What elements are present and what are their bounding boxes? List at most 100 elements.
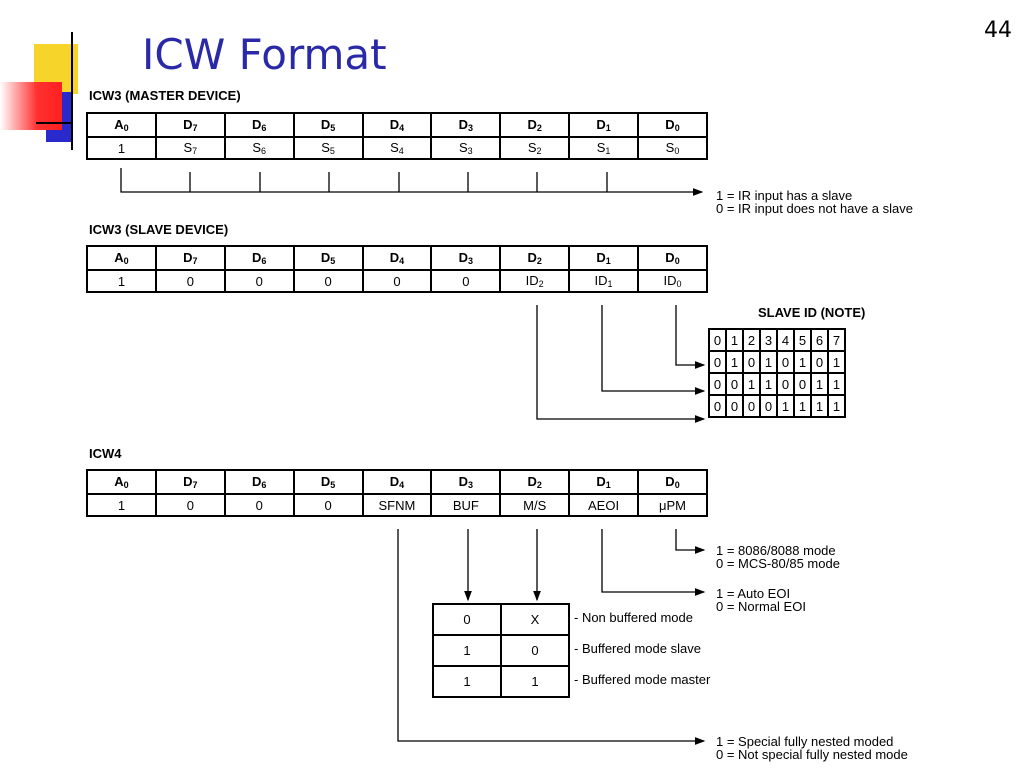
register-header-cell-text: D [320, 250, 331, 265]
register-header-cell-subscript: 0 [674, 480, 680, 490]
register-header-cell: D2 [499, 245, 571, 271]
register-value-cell-text: S [527, 140, 537, 155]
register-header-cell: D6 [223, 469, 295, 495]
register-header-cell-text: D [183, 474, 193, 489]
note-line-1: 1 = Auto EOI [716, 586, 791, 601]
note-line-1: 1 = Special fully nested moded [716, 734, 894, 749]
slave-id-cell: 0 [810, 350, 829, 374]
note-line-2: 0 = IR input does not have a slave [716, 201, 913, 216]
register-header-cell-subscript: 0 [674, 256, 680, 266]
register-value-cell-subscript: 4 [398, 146, 404, 156]
register-value-cell: 0 [430, 269, 502, 293]
register-value-cell-text: SFNM [378, 497, 416, 513]
slave-id-cell: 0 [742, 350, 761, 374]
slave-id-cell: 0 [742, 394, 761, 418]
buf-value-cell: 1 [432, 634, 502, 667]
master-bracket-line [120, 168, 704, 196]
register-header-cell-subscript: 1 [605, 123, 611, 133]
register-value-cell: ID2 [499, 269, 571, 293]
slave-id-cell: 1 [827, 394, 846, 418]
register-header-cell: D5 [292, 112, 364, 138]
register-header-cell-text: D [389, 474, 400, 489]
register-header-cell-subscript: 5 [330, 256, 336, 266]
register-value-cell: μPM [637, 493, 708, 517]
register-value-cell: 0 [292, 493, 364, 517]
page-number: 44 [984, 18, 1012, 43]
ms-value-cell: 0 [500, 634, 570, 667]
register-value-cell: S4 [361, 136, 433, 160]
register-value-cell: S7 [154, 136, 226, 160]
register-value-cell: S2 [499, 136, 571, 160]
register-value-cell: 0 [361, 269, 433, 293]
register-value-cell: ID0 [637, 269, 708, 293]
register-header-cell-text: D [183, 250, 193, 265]
slave-id-cell: 7 [827, 328, 846, 352]
slave-id-cell: 0 [708, 350, 727, 374]
register-header-cell-text: D [596, 474, 606, 489]
register-header-cell-text: D [458, 474, 468, 489]
register-value-cell-text: 0 [462, 273, 470, 289]
slave-id-cell: 3 [759, 328, 778, 352]
register-header-cell-subscript: 0 [674, 123, 680, 133]
register-value-cell: BUF [430, 493, 502, 517]
slave-id-cell: 1 [810, 372, 829, 396]
buffer-mode-description: - Buffered mode slave [574, 641, 701, 656]
register-header-cell: D7 [154, 469, 226, 495]
register-header-cell: D1 [568, 469, 639, 495]
slave-id-cell: 1 [793, 394, 812, 418]
register-value-cell-subscript: 1 [607, 279, 613, 289]
register-value-cell: 1 [86, 493, 157, 517]
register-header-cell: D7 [154, 245, 226, 271]
register-header-cell: A0 [86, 469, 157, 495]
register-header-cell: D1 [568, 112, 639, 138]
register-value-cell: 0 [154, 493, 226, 517]
register-value-cell: ID1 [568, 269, 639, 293]
register-value-cell-text: 0 [186, 273, 194, 289]
register-value-cell: S0 [637, 136, 708, 160]
register-value-cell-text: S [458, 140, 468, 155]
slave-id-cell: 0 [776, 372, 795, 396]
register-value-cell-text: S [665, 140, 675, 155]
register-value-cell-text: 0 [324, 497, 332, 513]
id0-connector [675, 305, 706, 369]
register-value-cell-text: 0 [324, 273, 332, 289]
slave-id-cell: 0 [725, 372, 744, 396]
register-header-cell-subscript: 2 [536, 123, 542, 133]
register-header-cell: D5 [292, 469, 364, 495]
sfnm-note: 1 = Special fully nested moded 0 = Not s… [716, 735, 908, 761]
slave-id-cell: 0 [776, 350, 795, 374]
register-header-cell-subscript: 4 [399, 480, 405, 490]
slave-id-cell: 1 [725, 328, 744, 352]
note-line-2: 0 = Normal EOI [716, 599, 806, 614]
slave-id-cell: 0 [708, 372, 727, 396]
register-header-cell-text: D [527, 474, 537, 489]
slave-id-cell: 4 [776, 328, 795, 352]
register-value-cell: 0 [292, 269, 364, 293]
register-header-cell: D3 [430, 469, 502, 495]
register-value-cell-text: ID [525, 273, 539, 288]
register-header-cell-subscript: 0 [123, 123, 129, 133]
register-value-cell-text: 0 [255, 273, 263, 289]
slave-id-cell: 1 [725, 350, 744, 374]
register-header-cell: D4 [361, 469, 433, 495]
register-value-cell: 1 [86, 269, 157, 293]
register-value-cell-text: ID [663, 273, 677, 288]
register-header-cell-subscript: 7 [192, 256, 198, 266]
note-line-1: 1 = 8086/8088 mode [716, 543, 836, 558]
icw3-master-note: 1 = IR input has a slave 0 = IR input do… [716, 189, 913, 215]
slave-id-cell: 1 [827, 372, 846, 396]
ms-value-cell: 1 [500, 665, 570, 698]
slave-id-cell: 2 [742, 328, 761, 352]
register-header-cell-subscript: 2 [536, 256, 542, 266]
ms-value-cell: X [500, 603, 570, 636]
register-value-cell: S6 [223, 136, 295, 160]
slave-id-cell: 0 [759, 394, 778, 418]
register-value-cell-text: M/S [523, 497, 547, 513]
